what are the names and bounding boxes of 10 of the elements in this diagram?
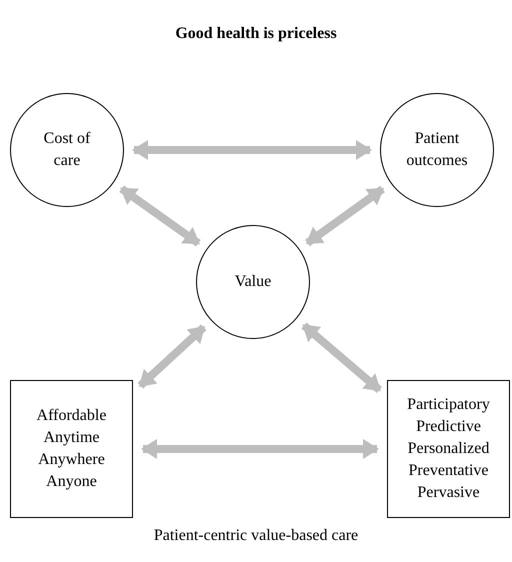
double-arrow xyxy=(119,186,201,246)
double-arrow xyxy=(138,324,206,389)
double-arrow xyxy=(305,186,385,246)
title: Good health is priceless xyxy=(174,24,338,44)
text-box: Participatory Predictive Personalized Preventative Pervasive xyxy=(387,380,510,518)
double-arrow xyxy=(132,140,372,160)
double-arrow xyxy=(141,439,379,459)
double-arrow xyxy=(301,322,382,394)
caption: Patient-centric value-based care xyxy=(152,526,360,546)
text-box: Affordable Anytime Anywhere Anyone xyxy=(10,380,133,518)
